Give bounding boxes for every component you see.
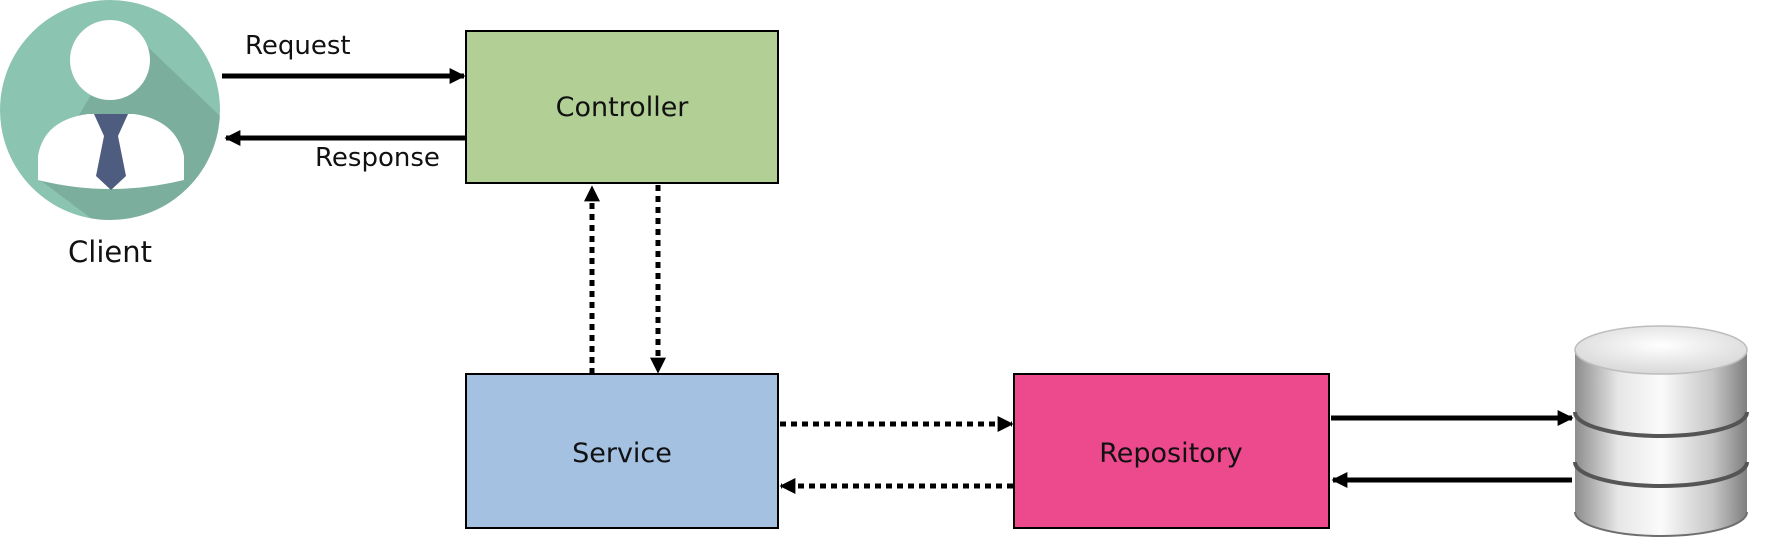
database-icon bbox=[1573, 325, 1749, 537]
repository-node: Repository bbox=[1013, 373, 1330, 529]
service-box bbox=[465, 373, 779, 529]
client-label: Client bbox=[68, 235, 152, 269]
controller-box bbox=[465, 30, 779, 184]
service-node: Service bbox=[465, 373, 779, 529]
controller-label: Controller bbox=[556, 92, 690, 123]
service-label: Service bbox=[572, 438, 672, 469]
controller-node: Controller bbox=[465, 30, 779, 184]
user-icon bbox=[0, 0, 220, 220]
repository-label: Repository bbox=[1099, 438, 1243, 469]
response-label: Response bbox=[315, 143, 440, 173]
repository-box bbox=[1013, 373, 1330, 529]
request-label: Request bbox=[245, 31, 351, 61]
